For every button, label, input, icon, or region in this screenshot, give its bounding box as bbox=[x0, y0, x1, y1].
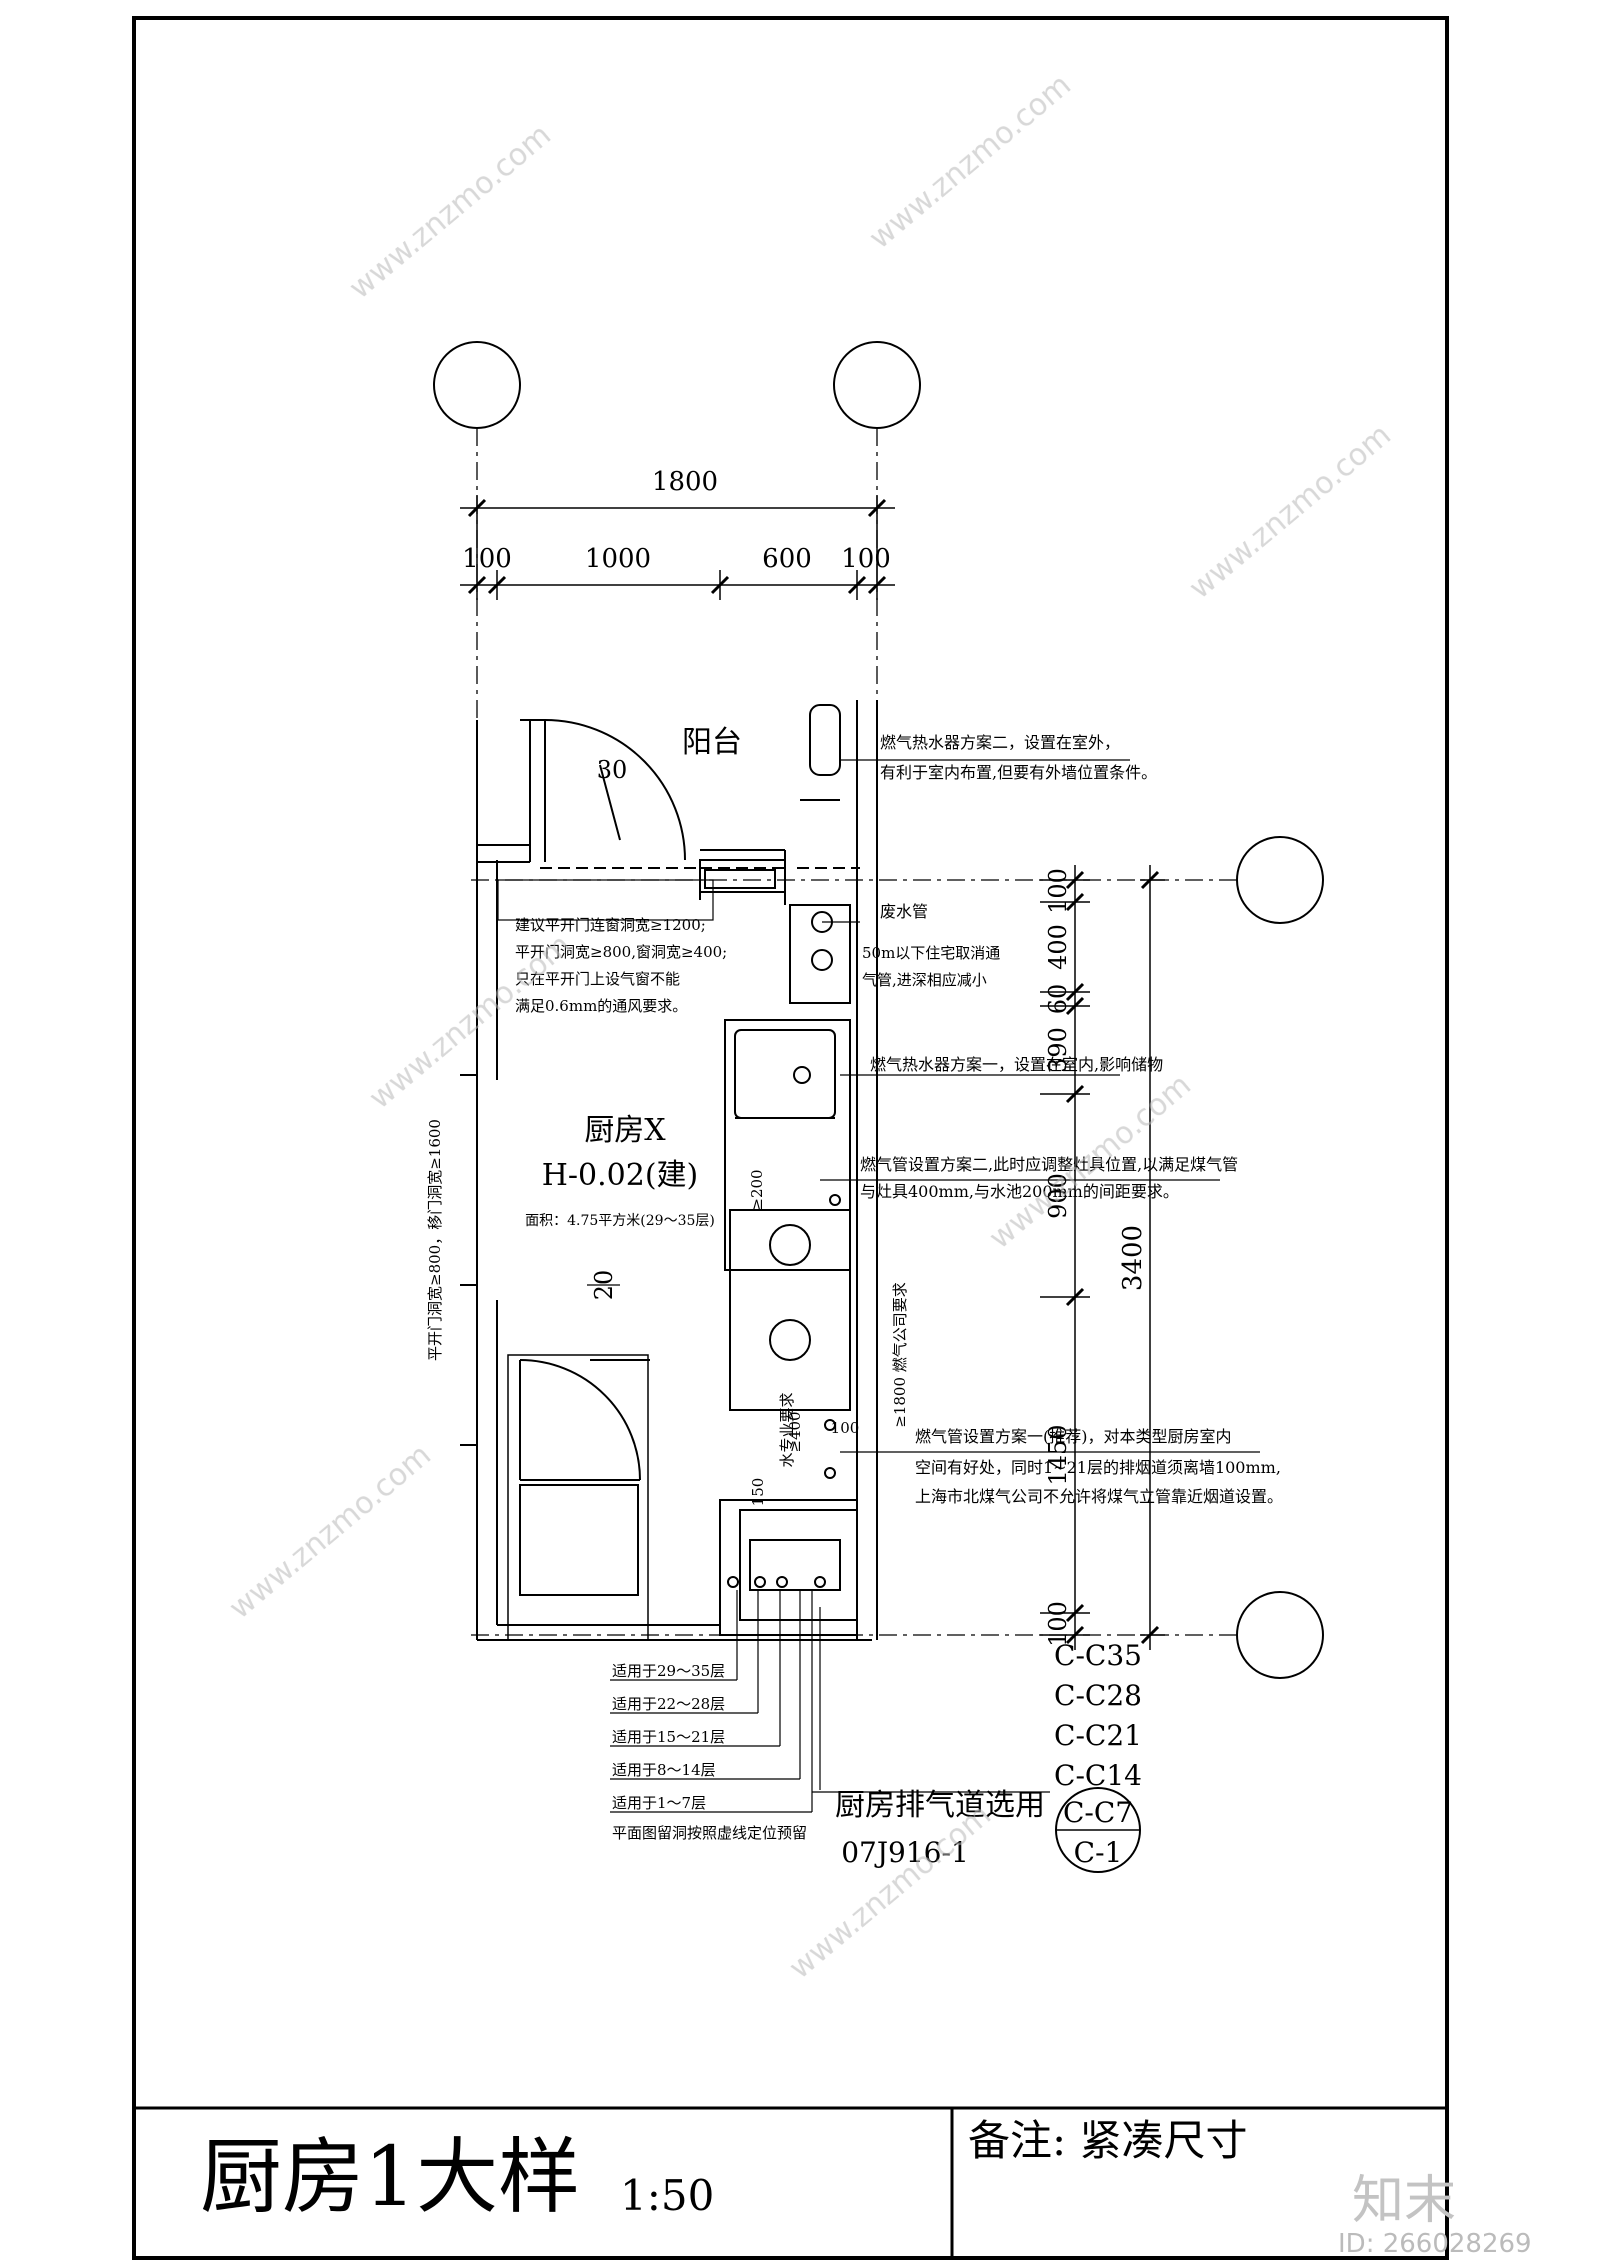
axis-lines bbox=[470, 428, 1237, 1636]
dim-small-150: 150 bbox=[749, 1478, 767, 1507]
flue-code-6: C-1 bbox=[1074, 1836, 1123, 1869]
sheet-remark: 备注: 紧凑尺寸 bbox=[968, 2116, 1248, 2165]
watermark-6: www.znzmo.com bbox=[223, 1438, 438, 1627]
dim-right-seg-4: 390 bbox=[1044, 1027, 1072, 1073]
dim-right-seg-2: 400 bbox=[1044, 924, 1072, 970]
flue-code-2: C-C28 bbox=[1054, 1679, 1142, 1712]
flue-legend-item-1: 适用于29～35层 bbox=[612, 1662, 725, 1680]
watermark-2: www.znzmo.com bbox=[863, 68, 1078, 257]
dim-left-vertical-note: 平开门洞宽≥800，移门洞宽≥1600 bbox=[426, 1119, 444, 1361]
watermark-4: www.znzmo.com bbox=[363, 928, 578, 1117]
title-block-lines bbox=[134, 2106, 1447, 2258]
watermark-logo: 知末 bbox=[1352, 2171, 1456, 2231]
flue-code-4: C-C14 bbox=[1054, 1759, 1142, 1792]
dim-top-total: 1800 bbox=[652, 467, 718, 497]
room-kitchen-name: 厨房X bbox=[584, 1113, 666, 1148]
flue-legend-item-6: 平面图留洞按照虚线定位预留 bbox=[612, 1824, 807, 1842]
flue-legend-title: 厨房排气道选用 bbox=[835, 1788, 1045, 1823]
note-heater-option2-2: 有利于室内布置,但要有外墙位置条件。 bbox=[880, 763, 1157, 782]
top-dimension-lines bbox=[460, 495, 895, 600]
note-waste-pipe-2: 气管,进深相应减小 bbox=[862, 971, 987, 989]
axis-bubble-right-bottom bbox=[1236, 1591, 1324, 1679]
dim-right-seg-3: 60 bbox=[1044, 984, 1072, 1015]
axis-bubble-top-right bbox=[833, 341, 921, 429]
note-gas-option2-2: 与灶具400mm,与水池200mm的间距要求。 bbox=[860, 1182, 1179, 1201]
dim-right-seg-1: 100 bbox=[1044, 868, 1072, 914]
flue-code-5: C-C7 bbox=[1063, 1796, 1133, 1829]
flue-legend-ref: 07J916-1 bbox=[841, 1836, 969, 1869]
note-gas-option1-1: 燃气管设置方案一(推荐)，对本类型厨房室内 bbox=[915, 1427, 1232, 1446]
dim-small-200: ≥200 bbox=[748, 1169, 766, 1210]
dim-wall-offset: 20 bbox=[590, 1270, 618, 1301]
flue-legend-item-2: 适用于22～28层 bbox=[612, 1695, 725, 1713]
dim-top-seg-4: 100 bbox=[841, 544, 891, 574]
dim-door-offset: 30 bbox=[597, 756, 628, 784]
flue-legend-item-3: 适用于15～21层 bbox=[612, 1728, 725, 1746]
note-heater-option1: 燃气热水器方案一，设置在室内,影响储物 bbox=[870, 1055, 1163, 1074]
dim-right-seg-6: 1450 bbox=[1044, 1424, 1072, 1485]
room-kitchen-level: H-0.02(建) bbox=[542, 1158, 699, 1193]
note-ventilation-4: 满足0.6mm的通风要求。 bbox=[515, 997, 687, 1015]
watermark-7: www.znzmo.com bbox=[783, 1798, 998, 1987]
note-waste-pipe: 废水管 bbox=[880, 902, 928, 921]
note-heater-option2-1: 燃气热水器方案二，设置在室外， bbox=[880, 733, 1120, 752]
note-ventilation-1: 建议平开门连窗洞宽≥1200; bbox=[515, 916, 706, 934]
dim-water-req: 水专业要求 bbox=[778, 1392, 796, 1467]
dim-right-seg-7: 100 bbox=[1044, 1601, 1072, 1647]
note-gas-option1-3: 上海市北煤气公司不允许将煤气立管靠近烟道设置。 bbox=[915, 1487, 1283, 1506]
watermark-layer: www.znzmo.com www.znzmo.com www.znzmo.co… bbox=[223, 68, 1398, 1987]
dim-top-seg-3: 600 bbox=[762, 544, 812, 574]
note-gas-option1-2: 空间有好处，同时1~21层的排烟道须离墙100mm, bbox=[915, 1458, 1281, 1477]
leader-lines bbox=[587, 759, 1260, 1813]
dim-top-seg-1: 100 bbox=[462, 544, 512, 574]
watermark-id: ID: 266028269 bbox=[1338, 2229, 1532, 2259]
flue-legend-item-4: 适用于8～14层 bbox=[612, 1761, 716, 1779]
watermark-1: www.znzmo.com bbox=[343, 118, 558, 307]
flue-legend-item-5: 适用于1～7层 bbox=[612, 1794, 706, 1812]
flue-code-3: C-C21 bbox=[1054, 1719, 1142, 1752]
dim-gas-1800: ≥1800 燃气公司要求 bbox=[891, 1282, 909, 1428]
sheet-border bbox=[132, 16, 1449, 2260]
note-ventilation-2: 平开门洞宽≥800,窗洞宽≥400; bbox=[515, 943, 727, 961]
flue-code-1: C-C35 bbox=[1054, 1639, 1142, 1672]
room-kitchen-area: 面积：4.75平方米(29～35层) bbox=[525, 1213, 715, 1229]
dim-small-100: 100 bbox=[831, 1419, 860, 1437]
dim-top-seg-2: 1000 bbox=[585, 544, 651, 574]
kitchen-plan bbox=[460, 700, 878, 1641]
axis-bubble-right-top bbox=[1236, 836, 1324, 924]
note-waste-pipe-1: 50m以下住宅取消通 bbox=[862, 944, 1000, 962]
note-gas-option2-1: 燃气管设置方案二,此时应调整灶具位置,以满足煤气管 bbox=[860, 1155, 1238, 1174]
axis-bubble-top-left bbox=[433, 341, 521, 429]
dim-right-seg-5: 900 bbox=[1044, 1173, 1072, 1219]
dim-right-total: 3400 bbox=[1118, 1225, 1148, 1291]
note-ventilation-3: 只在平开门上设气窗不能 bbox=[515, 970, 680, 988]
dim-small-400: ≥400 bbox=[786, 1411, 804, 1452]
watermark-3: www.znzmo.com bbox=[1183, 418, 1398, 607]
right-dimension-lines bbox=[1040, 865, 1165, 1650]
sheet-scale: 1:50 bbox=[620, 2171, 714, 2220]
sheet-title: 厨房1大样 bbox=[200, 2130, 580, 2225]
room-balcony: 阳台 bbox=[682, 725, 742, 760]
